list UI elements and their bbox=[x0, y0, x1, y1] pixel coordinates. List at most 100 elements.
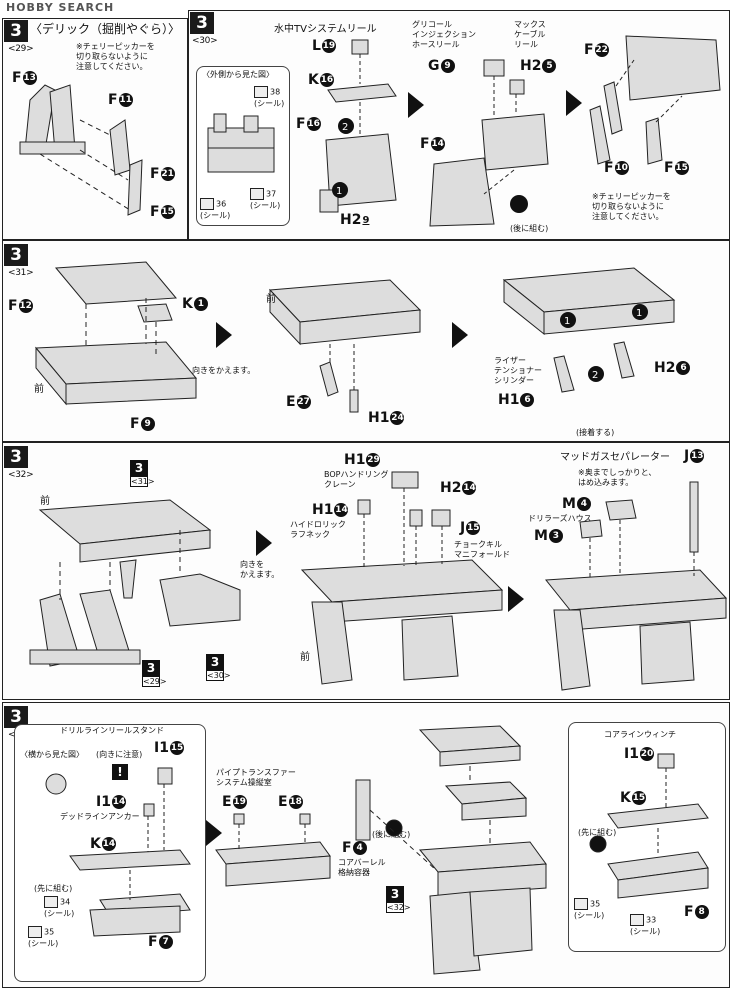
step-arrow bbox=[508, 586, 524, 612]
ref-step-29: 3<29> bbox=[142, 660, 167, 687]
reel-stand-diagram bbox=[45, 767, 191, 937]
label-assemble-first: (先に組む) bbox=[578, 828, 617, 837]
label-pipe-transfer: パイプトランスファー システム操縦室 bbox=[216, 768, 296, 787]
label-check-orientation: (向きに注意) bbox=[96, 750, 143, 759]
ref-step-30: 3<30> bbox=[206, 654, 231, 681]
part-label-h2-9: H29 bbox=[340, 212, 370, 228]
label-hydraulic-roughneck: ハイドロリック ラフネック bbox=[290, 520, 346, 539]
svg-text:1: 1 bbox=[636, 308, 642, 319]
side-view-diagram bbox=[207, 113, 275, 173]
step-badge: 3 bbox=[4, 706, 28, 728]
sub-assembly-combine-diagram bbox=[29, 499, 241, 667]
seal-34: 34(シール) bbox=[44, 896, 75, 918]
step-badge: 3 bbox=[4, 20, 28, 42]
ref-step-31: 3<31> bbox=[130, 460, 155, 487]
seal-37: 37(シール) bbox=[250, 188, 281, 210]
ref-step-32: 3<32> bbox=[386, 886, 411, 913]
label-assemble-later: (後に組む) bbox=[510, 224, 549, 233]
label-side-view: 〈外側から見た図〉 bbox=[202, 70, 274, 79]
svg-text:1: 1 bbox=[564, 316, 570, 327]
watermark-text: HOBBY SEARCH bbox=[6, 1, 115, 14]
derrick-diagram bbox=[19, 84, 143, 216]
step-badge: 3 bbox=[4, 244, 28, 266]
label-tv-reel: 水中TVシステムリール bbox=[274, 24, 377, 35]
label-mud-gas-separator: マッドガスセパレーター bbox=[560, 452, 670, 463]
step-arrow bbox=[256, 530, 272, 556]
label-front: 前 bbox=[40, 496, 50, 507]
rotated-frame-diagram bbox=[268, 279, 422, 413]
reel-mount-diagram bbox=[429, 59, 549, 227]
seal-35: 35(シール) bbox=[574, 898, 605, 920]
label-choke-kill-manifold: チョークキル マニフォールド bbox=[454, 540, 510, 559]
label-front: 前 bbox=[34, 384, 44, 395]
label-drill-line-reel-stand: ドリルラインリールスタンド bbox=[60, 726, 164, 735]
caution-note: ※チェリーピッカーを 切り取らないように 注意してください。 bbox=[592, 192, 671, 221]
label-max-cable-reel: マックス ケーブル リール bbox=[514, 20, 546, 49]
step-title: 〈デリック（掘削やぐら）〉 bbox=[30, 22, 181, 36]
step-arrow bbox=[452, 322, 468, 348]
derrick-completion-diagram bbox=[589, 35, 721, 165]
seal-33: 33(シール) bbox=[630, 914, 661, 936]
step-arrow bbox=[216, 322, 232, 348]
svg-text:1: 1 bbox=[336, 186, 342, 197]
core-barrel-stack-diagram bbox=[355, 725, 547, 975]
label-drillers-house: ドリラーズハウス bbox=[528, 514, 592, 523]
step-number: <31> bbox=[8, 268, 34, 278]
svg-text:2: 2 bbox=[592, 370, 598, 381]
label-turn-around: 向きを かえます。 bbox=[240, 560, 280, 579]
label-front: 前 bbox=[266, 294, 276, 305]
label-bop-crane: BOPハンドリング クレーン bbox=[324, 470, 389, 489]
step-number: <32> bbox=[8, 470, 34, 480]
separator-install-diagram bbox=[545, 481, 728, 691]
label-core-line-winch: コアラインウィンチ bbox=[604, 730, 676, 739]
step-number: <30> bbox=[192, 36, 218, 46]
seal-36: 36(シール) bbox=[200, 198, 231, 220]
seal-38: 38(シール) bbox=[254, 86, 285, 108]
label-riser-tensioner: ライザー テンショナー シリンダー bbox=[494, 356, 542, 385]
label-mud-note: ※奥までしっかりと、 はめ込みます。 bbox=[578, 468, 657, 487]
core-line-winch-diagram bbox=[589, 753, 709, 899]
label-deadline-anchor: デッドラインアンカー bbox=[60, 812, 140, 821]
base-frame-diagram bbox=[34, 261, 198, 406]
step-arrow bbox=[206, 820, 222, 846]
label-assemble-first: (先に組む) bbox=[34, 884, 73, 893]
label-core-barrel-container: コアバーレル 格納容器 bbox=[338, 858, 386, 877]
step-badge: 3 bbox=[190, 12, 214, 34]
pipe-transfer-diagram bbox=[215, 813, 331, 887]
caution-icon: ! bbox=[112, 764, 128, 780]
step-arrow bbox=[566, 90, 582, 116]
step-badge: 3 bbox=[4, 446, 28, 468]
reel-assembly-diagram: 2 1 bbox=[319, 39, 397, 213]
label-turn-around: 向きをかえます。 bbox=[192, 366, 256, 375]
